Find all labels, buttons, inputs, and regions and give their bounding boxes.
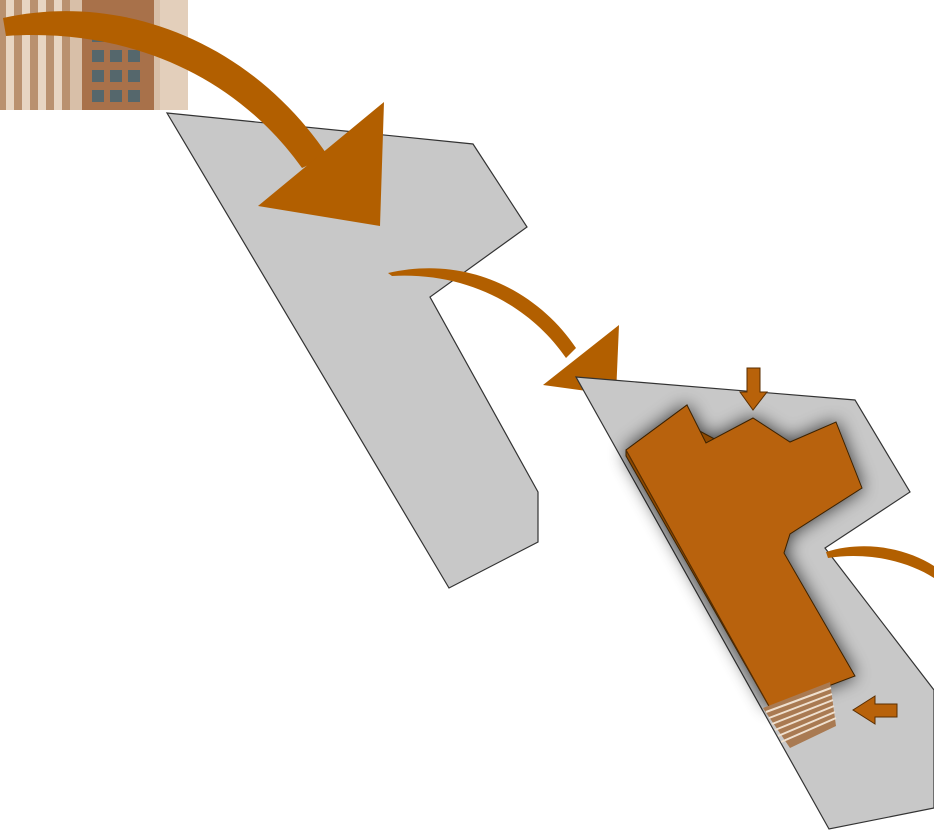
massing-diagram [0,0,934,832]
